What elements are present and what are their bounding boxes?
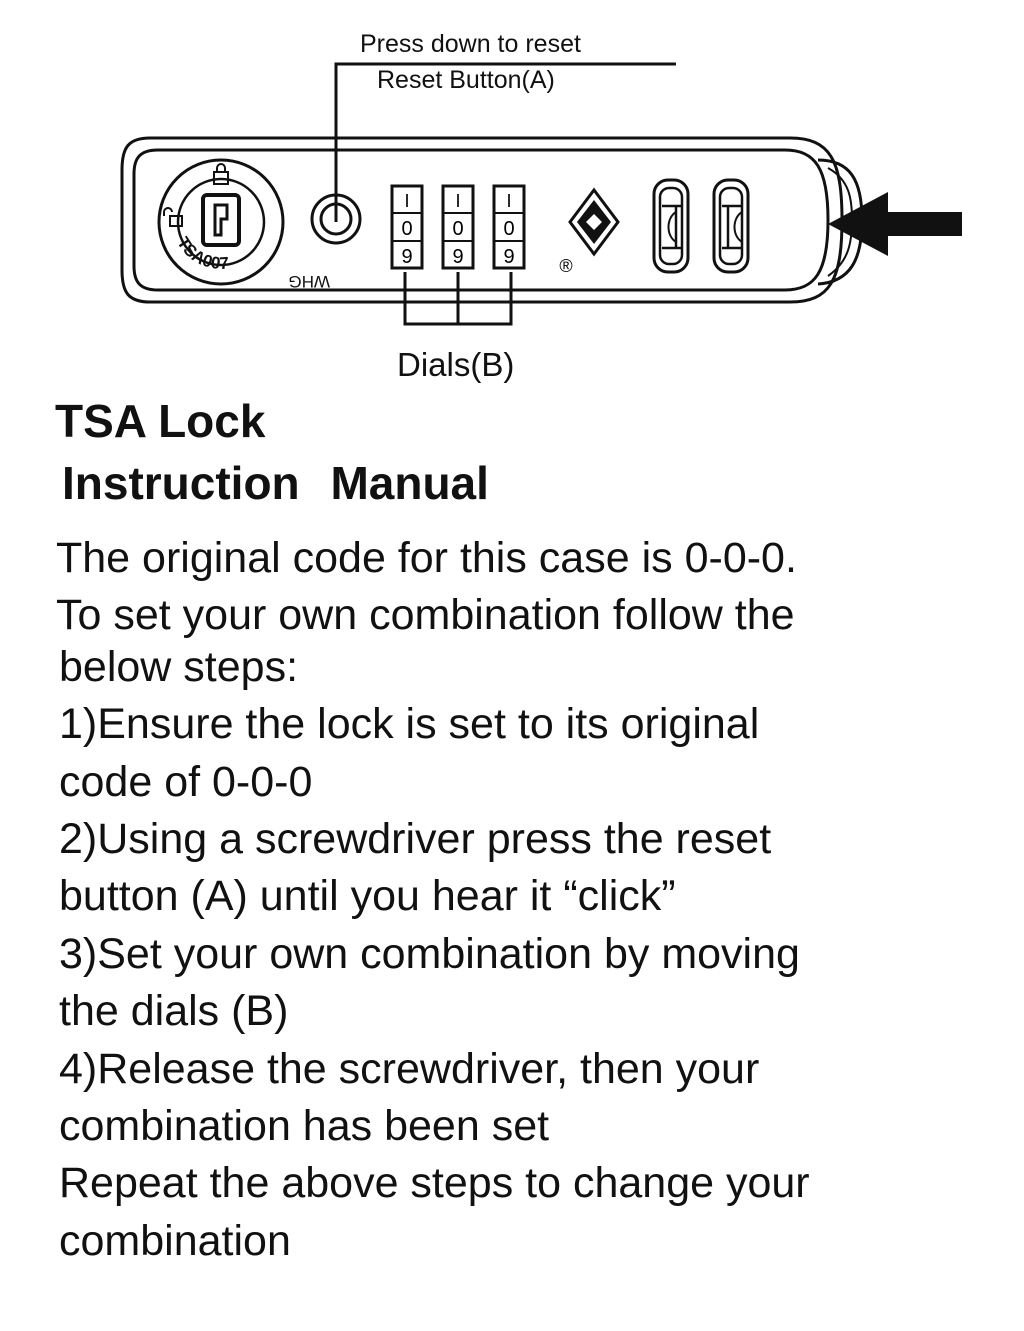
body-line: Repeat the above steps to change your [59, 1159, 810, 1208]
lock-illustration: TSA007 WHG I 0 9 I 0 [120, 62, 962, 326]
lock-body-inner [132, 148, 830, 292]
padlock-icon [213, 163, 229, 185]
body-line: 2)Using a screwdriver press the reset [59, 814, 772, 863]
body-line: 3)Set your own combination by moving [59, 929, 800, 978]
callout-press-down: Press down to reset [360, 30, 581, 58]
callout-dials: Dials(B) [397, 346, 515, 383]
tsa-diamond-icon [568, 187, 620, 257]
title-line-1: TSA Lock [55, 395, 266, 447]
dial-2: I 0 9 [441, 184, 475, 270]
body-line: To set your own combination follow the [56, 591, 795, 640]
combination-dials: I 0 9 I 0 9 I 0 9 [390, 184, 526, 270]
svg-text:I: I [404, 191, 409, 211]
lock-diagram: TSA007 WHG I 0 9 I 0 [0, 0, 1024, 400]
body-line: button (A) until you hear it “click” [59, 872, 676, 921]
reset-button-icon [310, 193, 362, 245]
svg-text:9: 9 [452, 246, 463, 268]
svg-text:0: 0 [503, 218, 514, 240]
instructions-body: The original code for this case is 0-0-0… [56, 530, 1016, 1270]
arrow-left-icon [828, 192, 962, 256]
body-line: combination has been set [59, 1101, 550, 1150]
body-line: The original code for this case is 0-0-0… [56, 534, 797, 582]
slider-icon [652, 178, 690, 274]
callout-reset-button: Reset Button(A) [377, 66, 555, 94]
svg-text:9: 9 [401, 246, 412, 268]
dial-1: I 0 9 [390, 184, 424, 270]
slider-icon-2 [712, 178, 750, 274]
brand-text: WHG [288, 272, 330, 291]
body-line: below steps: [59, 642, 299, 691]
registered-mark: ® [559, 256, 572, 276]
key-cylinder-icon: TSA007 [157, 158, 285, 286]
dial-3: I 0 9 [492, 184, 526, 270]
lock-body-outer [120, 136, 844, 304]
body-line: combination [59, 1216, 291, 1265]
body-line: code of 0-0-0 [59, 757, 313, 806]
svg-text:0: 0 [452, 218, 463, 240]
svg-text:9: 9 [503, 246, 514, 268]
body-line: the dials (B) [59, 987, 289, 1036]
small-unlock-icon [163, 207, 183, 227]
body-line: 4)Release the screwdriver, then your [59, 1044, 760, 1093]
body-line: 1)Ensure the lock is set to its original [59, 700, 760, 749]
svg-text:I: I [506, 191, 511, 211]
reset-leader-line [334, 62, 676, 222]
svg-text:0: 0 [401, 218, 412, 240]
title-line-2: Instruction Manual [62, 457, 489, 509]
svg-text:I: I [455, 191, 460, 211]
